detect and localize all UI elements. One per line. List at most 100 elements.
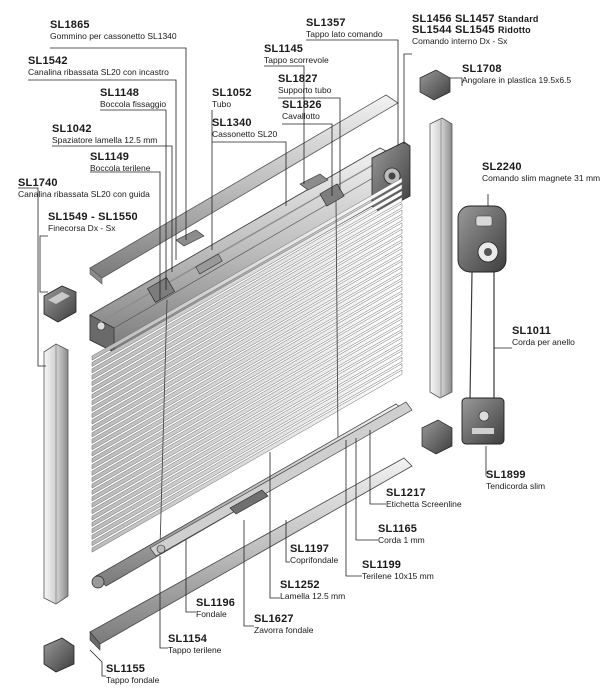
part-code: SL1197 — [290, 543, 330, 555]
label-sl1217: SL1217 Etichetta Screenline — [386, 488, 462, 509]
slat — [91, 183, 403, 368]
slat — [91, 247, 403, 432]
part-code: SL1011 — [512, 325, 552, 337]
slat — [91, 286, 403, 470]
slat — [91, 273, 403, 457]
label-sl1708: SL1708 Angolare in plastica 19.5x6.5 — [462, 64, 571, 85]
part-desc: Corda per anello — [512, 337, 575, 347]
cord-right — [335, 199, 339, 441]
part-desc: Tappo terilene — [168, 645, 222, 655]
part-code: SL1196 — [196, 597, 236, 609]
part-code: SL1826 — [282, 99, 322, 111]
fixing-bush — [175, 229, 205, 247]
part-desc: Canalina ribassata SL20 con incastro — [28, 67, 169, 77]
part-code: SL1899 — [486, 469, 526, 481]
bottom-rail — [91, 401, 413, 589]
corner-bracket-top — [419, 69, 451, 101]
part-desc: Coprifondale — [290, 555, 339, 565]
part-desc: Zavorra fondale — [254, 625, 314, 635]
slat — [91, 241, 403, 425]
label-sl1042: SL1042 Spaziatore lamella 12.5 mm — [52, 124, 157, 145]
part-desc: Gommino per cassonetto SL1340 — [50, 31, 177, 41]
part-desc: Tappo fondale — [106, 675, 160, 685]
slat — [91, 279, 403, 464]
part-code: SL1154 — [168, 633, 208, 645]
slat — [91, 337, 403, 521]
slat — [91, 196, 403, 380]
label-sl1196: SL1196 Fondale — [196, 598, 235, 619]
label-sl1865: SL1865 Gommino per cassonetto SL1340 — [50, 20, 177, 41]
slat — [91, 203, 403, 387]
right-side-channel — [429, 117, 453, 399]
part-desc: Lamella 12.5 mm — [280, 591, 346, 601]
label-sl1627: SL1627 Zavorra fondale — [254, 614, 314, 635]
part-code: SL1199 — [362, 559, 402, 571]
slat — [91, 215, 403, 400]
part-code: SL1052 — [212, 87, 252, 99]
slat — [91, 343, 403, 528]
slat — [91, 369, 403, 553]
part-code-standard: SL1456 SL1457 — [412, 13, 495, 25]
part-code: SL1865 — [50, 19, 90, 31]
corner-bracket-bottom — [421, 419, 453, 455]
label-sl1052: SL1052 Tubo — [212, 88, 252, 109]
part-desc: Etichetta Screenline — [386, 499, 462, 509]
part-desc: Boccola fissaggio — [100, 99, 167, 109]
slat — [91, 299, 403, 483]
slat — [91, 260, 403, 444]
slat — [91, 331, 403, 515]
part-desc: Tappo scorrevole — [264, 55, 329, 65]
headrail-cassette — [89, 141, 411, 353]
slat — [91, 228, 403, 412]
part-desc: Spaziatore lamella 12.5 mm — [52, 135, 158, 145]
bottom-cap — [43, 637, 75, 673]
part-desc: Comando interno Dx - Sx — [412, 36, 508, 46]
slat — [91, 267, 403, 451]
part-desc: Canalina ribassata SL20 con guida — [18, 189, 150, 199]
part-code-reduced-suffix: Ridotto — [497, 25, 531, 35]
slat — [91, 235, 403, 419]
part-code: SL1155 — [106, 663, 146, 675]
label-sl1199: SL1199 Terilene 10x15 mm — [362, 560, 434, 581]
slat — [91, 324, 403, 508]
label-sl2240: SL2240 Comando slim magnete 31 mm — [482, 162, 600, 183]
part-code: SL1252 — [280, 579, 320, 591]
part-code: SL1549 - SL1550 — [48, 211, 138, 223]
part-desc: Boccola terilene — [90, 163, 151, 173]
part-code-reduced: SL1544 SL1545 — [412, 24, 495, 36]
part-code-2: SL1544 SL1545 Ridotto — [412, 25, 539, 36]
part-desc: Comando slim magnete 31 mm — [482, 173, 601, 183]
part-code: SL1456 SL1457 Standard — [412, 14, 539, 25]
label-sl1148: SL1148 Boccola fissaggio — [100, 88, 166, 109]
slat — [91, 177, 403, 361]
slat — [91, 292, 403, 476]
part-code-standard-suffix: Standard — [497, 14, 539, 24]
slat — [91, 222, 403, 406]
part-desc: Angolare in plastica 19.5x6.5 — [462, 75, 572, 85]
part-desc: Tappo lato comando — [306, 29, 383, 39]
left-side-channel — [43, 343, 69, 605]
part-code: SL1627 — [254, 613, 294, 625]
part-code: SL1827 — [278, 73, 318, 85]
label-sl1740: SL1740 Canalina ribassata SL20 con guida — [18, 178, 150, 199]
part-desc: Cavallotto — [282, 111, 320, 121]
slat — [91, 318, 403, 502]
part-desc: Cassonetto SL20 — [212, 129, 278, 139]
part-code: SL1145 — [264, 43, 304, 55]
part-desc: Tubo — [212, 99, 232, 109]
slat-stack — [91, 177, 403, 553]
label-sl1165: SL1165 Corda 1 mm — [378, 524, 425, 545]
part-desc: Terilene 10x15 mm — [362, 571, 434, 581]
part-code: SL1340 — [212, 117, 252, 129]
label-sl1357: SL1357 Tappo lato comando — [306, 18, 383, 39]
bottom-weight — [89, 457, 413, 651]
part-code: SL1542 — [28, 55, 68, 67]
label-sl1145: SL1145 Tappo scorrevole — [264, 44, 329, 65]
part-desc: Finecorsa Dx - Sx — [48, 223, 116, 233]
label-sl1827: SL1827 Supporto tubo — [278, 74, 331, 95]
slat — [91, 190, 403, 374]
part-code: SL1740 — [18, 177, 58, 189]
label-sl1456: SL1456 SL1457 Standard SL1544 SL1545 Rid… — [412, 14, 539, 46]
